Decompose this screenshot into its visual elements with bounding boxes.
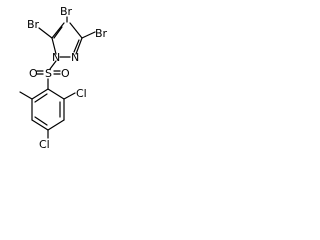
atom-labels: Br Br Br N N S O O Cl Cl — [27, 5, 108, 149]
bond-ar-c3-c4 — [47, 119, 65, 131]
bond-c4-c3 — [69, 22, 83, 39]
atom-cl-lower: Cl — [39, 138, 50, 149]
atom-br-left: Br — [27, 18, 40, 31]
atom-n-pyr: N — [71, 51, 79, 64]
bond-c4-c5-inner — [53, 26, 63, 39]
atom-s: S — [45, 67, 52, 80]
bond-c5-br — [38, 27, 53, 39]
bond-ar-c6-c1-inner — [34, 93, 48, 103]
bond-n1-s — [49, 60, 57, 70]
bond-c4-c5 — [51, 22, 65, 39]
bond-ar-c6-c1 — [31, 88, 49, 100]
bond-n1-c5 — [51, 37, 57, 55]
atom-br-top: Br — [60, 5, 73, 18]
bonds — [19, 16, 96, 139]
bond-c3-n2 — [75, 37, 83, 55]
bond-ar-cl-upper — [63, 92, 76, 100]
bond-ar-methyl — [19, 91, 33, 100]
bond-ar-c4-c5-inner — [34, 116, 48, 126]
atom-cl-upper: Cl — [76, 87, 87, 100]
atom-n-ring: N — [52, 51, 60, 64]
bond-ar-c4-c5 — [31, 119, 49, 131]
molecule-structure: Br Br Br N N S O O Cl Cl — [19, 5, 108, 149]
bond-c3-br — [81, 31, 96, 39]
bond-ar-c1-c2 — [47, 88, 65, 100]
atom-o-right: O — [61, 67, 70, 80]
atom-br-right: Br — [95, 27, 108, 40]
atom-o-left: O — [29, 67, 38, 80]
bond-c3-n2-inner — [73, 39, 80, 53]
